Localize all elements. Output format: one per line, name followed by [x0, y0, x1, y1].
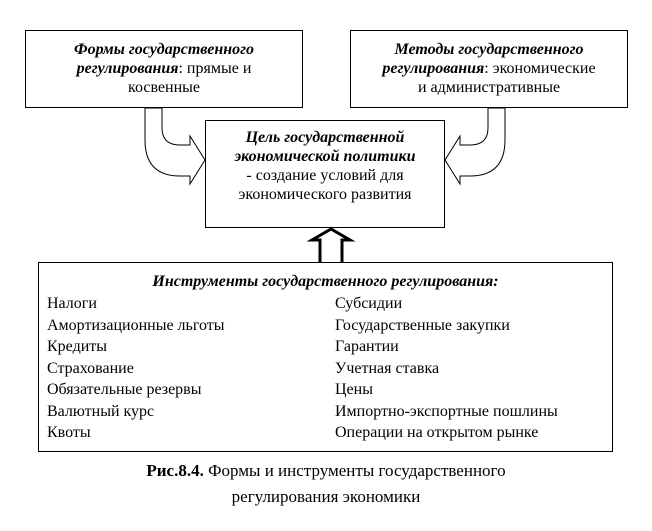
- instrument-item: Операции на открытом рынке: [335, 424, 539, 441]
- curved-arrow-left: [144, 107, 206, 186]
- goal-box: Цель государственной экономической полит…: [205, 120, 445, 228]
- instruments-box: Инструменты государственного регулирован…: [38, 262, 613, 452]
- figure-caption: Рис.8.4. Формы и инструменты государстве…: [0, 458, 652, 510]
- instrument-item: Налоги: [47, 295, 97, 312]
- forms-title: Формы государственного: [73, 41, 255, 58]
- methods-text: : экономические: [484, 60, 596, 77]
- goal-text-2: экономического развития: [238, 186, 412, 203]
- caption-label: Рис.8.4.: [146, 461, 204, 480]
- goal-text: - создание условий для: [246, 167, 404, 184]
- forms-box: Формы государственного регулирования: пр…: [25, 30, 303, 108]
- instrument-item: Субсидии: [335, 295, 403, 312]
- goal-title-2: экономической политики: [234, 148, 416, 165]
- instrument-item: Квоты: [47, 424, 91, 441]
- instrument-item: Импортно-экспортные пошлины: [335, 402, 558, 420]
- instrument-item: Гарантии: [335, 338, 399, 355]
- instrument-item: Кредиты: [47, 338, 108, 355]
- instrument-item: Валютный курс: [47, 402, 155, 420]
- caption-line-1: Формы и инструменты государственного: [203, 461, 506, 480]
- caption-line-2: регулирования экономики: [231, 487, 421, 506]
- methods-box: Методы государственного регулирования: э…: [350, 30, 628, 108]
- instrument-item: Государственные закупки: [335, 316, 510, 334]
- instrument-item: Цены: [335, 381, 373, 398]
- instrument-item: Обязательные резервы: [47, 381, 202, 398]
- methods-title: Методы государственного: [394, 41, 584, 58]
- instrument-item: Учетная ставка: [335, 359, 440, 377]
- curved-arrow-right: [444, 107, 506, 186]
- forms-text-2: косвенные: [128, 79, 200, 96]
- up-arrow: [306, 227, 356, 262]
- forms-title-2: регулирования: [76, 60, 179, 77]
- methods-title-2: регулирования: [382, 60, 485, 77]
- instrument-item: Страхование: [47, 359, 134, 377]
- instruments-title: Инструменты государственного регулирован…: [152, 273, 499, 290]
- goal-title: Цель государственной: [245, 129, 405, 146]
- methods-text-2: и административные: [417, 79, 561, 96]
- instrument-item: Амортизационные льготы: [47, 316, 225, 334]
- forms-text: : прямые и: [178, 60, 252, 77]
